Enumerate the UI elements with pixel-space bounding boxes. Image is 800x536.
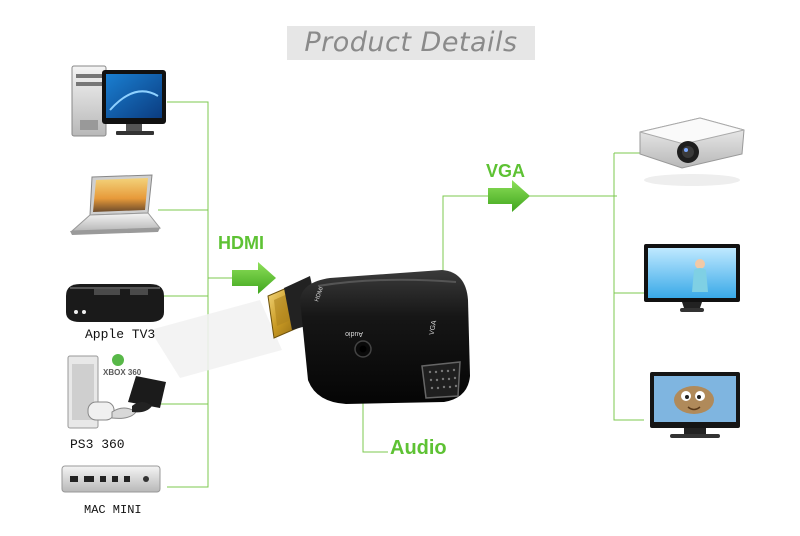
page-title: Product Details	[304, 27, 518, 58]
audio-label: Audio	[390, 437, 447, 459]
adapter-hdmi-marking: HDMI	[314, 286, 325, 303]
adapter-image	[150, 270, 470, 404]
mac-mini-label: MAC MINI	[84, 503, 142, 517]
game-consoles-image	[67, 354, 166, 429]
adapter-vga-marking: VGA	[429, 320, 439, 336]
title-band	[287, 26, 535, 60]
vga-label: VGA	[486, 161, 526, 181]
lcd-tv-image	[650, 372, 740, 438]
adapter-audio-marking: Audio	[345, 330, 363, 337]
laptop-image	[70, 174, 162, 235]
apple-tv-label: Apple TV3	[85, 327, 156, 342]
apple-tv-image	[66, 284, 164, 322]
hdmi-label: HDMI	[218, 233, 264, 253]
mac-mini-image	[61, 465, 161, 493]
vga-arrow	[488, 180, 530, 212]
projector-image	[639, 117, 745, 186]
hdmi-arrow	[232, 262, 276, 294]
desktop-pc-image	[71, 65, 166, 137]
console-badge: XBOX 360	[103, 368, 142, 377]
game-consoles-label: PS3 360	[70, 437, 125, 452]
lcd-monitor-image	[644, 244, 740, 312]
